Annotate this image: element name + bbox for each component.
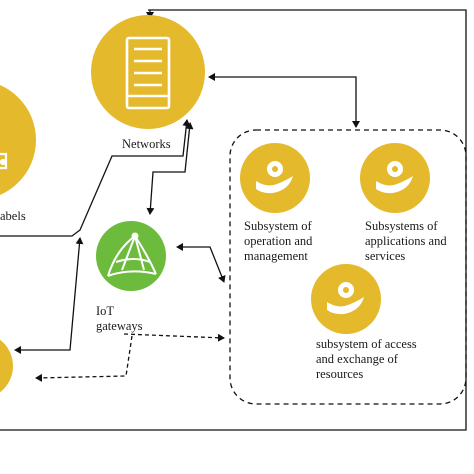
server-rack-icon (125, 36, 171, 110)
networks-label: Networks (122, 137, 171, 151)
subsystems-container (229, 129, 467, 405)
hand-gear-icon (327, 282, 364, 315)
connectors (0, 73, 360, 354)
bottom-left-node (0, 339, 13, 393)
dashed-connectors (35, 333, 225, 382)
labels-node-label: abels (0, 209, 26, 223)
subsystem-access-node (311, 264, 381, 334)
return-dashed-edge (35, 335, 133, 382)
networks-node (91, 15, 205, 129)
network-mesh-icon (107, 232, 157, 277)
networks-to-subsystems-edge (208, 73, 360, 128)
subsystem-operation-label: Subsystem of operation and management (244, 219, 313, 263)
networks-gateways-edge (146, 122, 194, 215)
device-icon (0, 152, 8, 170)
subsystem-access-label: subsystem of access and exchange of reso… (316, 337, 417, 381)
outer-frame (0, 9, 467, 431)
labels-node (0, 85, 36, 195)
gateways-container-edge (176, 243, 226, 283)
hand-gear-icon (256, 161, 293, 194)
subsystem-applications-node (360, 143, 430, 213)
hand-gear-icon (376, 161, 413, 194)
bottom-node-gateways-edge (14, 237, 84, 354)
iot-gateways-label: IoT gateways (96, 304, 143, 333)
subsystem-applications-label: Subsystems of applications and services (365, 219, 447, 263)
iot-gateways-node (96, 221, 166, 291)
gateways-container-dashed-edge (123, 333, 225, 342)
subsystem-operation-node (240, 143, 310, 213)
